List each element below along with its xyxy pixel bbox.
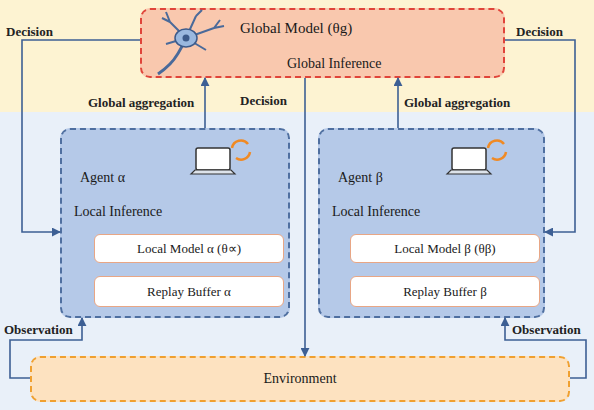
flow-arrow: [505, 40, 575, 232]
local-band: [0, 112, 594, 410]
neuron-icon: [158, 10, 224, 74]
flow-arrow: [22, 40, 140, 232]
cell-body: [175, 29, 197, 47]
screen: [196, 148, 230, 170]
edge-label: Global aggregation: [404, 95, 510, 110]
node-title: Local Model α (θ∝): [137, 241, 241, 257]
component-box: Local Model β (θβ): [350, 234, 540, 263]
node-title: Agent β: [338, 170, 383, 186]
node-title: Environment: [263, 371, 336, 387]
node-title: Replay Buffer β: [403, 284, 487, 300]
node-title: Replay Buffer α: [147, 284, 231, 300]
flow-arrow: [10, 318, 82, 378]
nucleus: [183, 35, 190, 42]
flow-arrow: [397, 78, 399, 128]
laptop-icon: [447, 140, 506, 174]
sync-arrow: [488, 140, 504, 148]
laptop-icon: [191, 140, 250, 174]
flow-arrow: [505, 318, 586, 378]
global-model-box: Global Model (θg) Global Inference: [140, 8, 505, 78]
component-box: Local Model α (θ∝): [94, 234, 284, 263]
agent-box: Local Model β (θβ) Replay Buffer β Agent β…: [318, 128, 545, 318]
sync-arrow: [492, 152, 506, 160]
axon: [158, 38, 186, 74]
sync-arrow: [232, 140, 248, 148]
node-subtitle: Local Inference: [74, 204, 162, 220]
flow-arrow: [304, 78, 306, 356]
edge-label: Global aggregation: [88, 95, 194, 110]
edge-label: Decision: [6, 24, 53, 39]
component-box: Replay Buffer β: [350, 276, 540, 307]
screen: [452, 148, 486, 170]
environment-box: Environment: [30, 356, 570, 402]
sync-arrow: [236, 152, 250, 160]
keyboard: [191, 170, 235, 174]
edge-label: Observation: [512, 322, 581, 337]
node-subtitle: Global Inference: [287, 56, 381, 72]
edge-label: Decision: [516, 24, 563, 39]
flow-arrow: [204, 78, 206, 128]
agent-box: Local Model α (θ∝) Replay Buffer α Agent α…: [60, 128, 290, 318]
global-band: [0, 0, 594, 112]
edge-label: Decision: [240, 93, 287, 108]
node-title: Local Model β (θβ): [394, 241, 495, 257]
node-title: Agent α: [80, 170, 125, 186]
dendrite: [162, 10, 224, 50]
keyboard: [447, 170, 491, 174]
node-title: Global Model (θg): [240, 20, 352, 36]
component-box: Replay Buffer α: [94, 276, 284, 307]
node-subtitle: Local Inference: [332, 204, 420, 220]
edge-label: Observation: [4, 322, 73, 337]
